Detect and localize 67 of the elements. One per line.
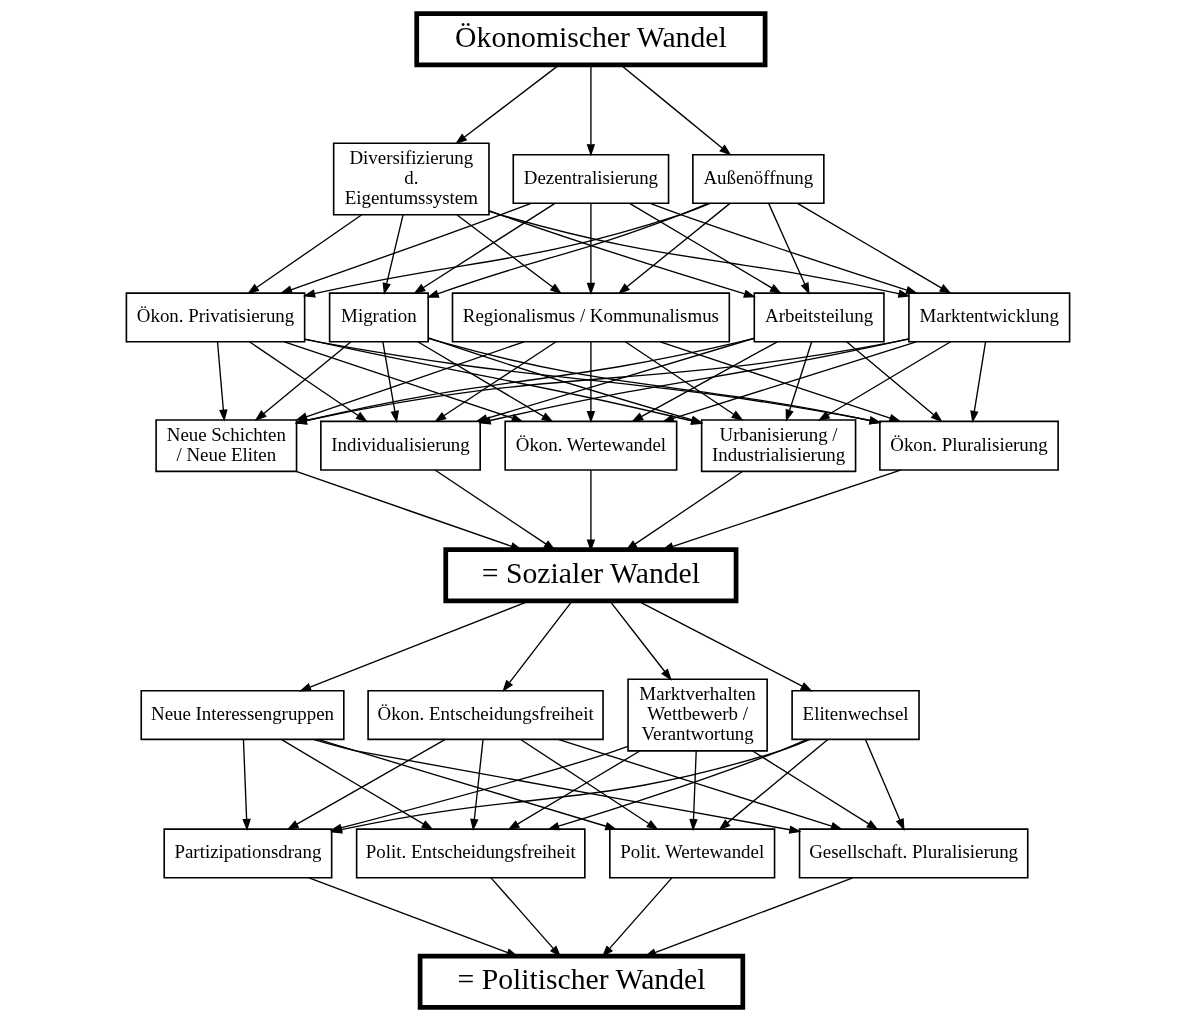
node-box: Urbanisierung / Industrialisierung: [700, 419, 856, 473]
arrow: [717, 738, 829, 831]
arrow: [307, 877, 519, 957]
node-box: Ökon. Privatisierung: [125, 292, 305, 343]
node-box: Ökon. Wertewandel: [503, 420, 677, 471]
arrow: [751, 750, 879, 831]
arrow: [624, 470, 743, 551]
arrow: [796, 202, 952, 294]
node-box: Polit. Wertewandel: [608, 828, 775, 879]
node-box: Regionalismus / Kommunalismus: [451, 292, 730, 343]
arrow: [586, 341, 595, 424]
node-box: Ökonomischer Wandel: [413, 11, 767, 68]
arrow: [454, 64, 559, 145]
arrow: [688, 750, 698, 832]
arrow: [845, 341, 943, 423]
arrow: [501, 600, 573, 692]
node-box: Arbeitsteilung: [753, 292, 885, 343]
arrow: [241, 738, 251, 832]
arrow: [455, 214, 562, 295]
arrow: [487, 210, 756, 298]
arrow: [381, 341, 399, 424]
node-box: Außenöffnung: [691, 153, 825, 205]
arrow: [624, 341, 744, 421]
arrow: [488, 210, 910, 298]
arrow: [817, 341, 951, 421]
arrow: [619, 64, 731, 156]
arrow: [216, 341, 228, 422]
arrow: [469, 738, 484, 832]
arrow: [628, 202, 782, 294]
arrow: [382, 214, 404, 296]
arrow: [426, 202, 709, 298]
node-box: = Politischer Wandel: [417, 953, 745, 1010]
arrow: [279, 202, 532, 294]
arrow: [648, 202, 918, 295]
arrow: [246, 214, 362, 295]
node-box: Dezentralisierung: [511, 153, 669, 205]
node-box: Diversifizierung d. Eigentumssystem: [332, 142, 490, 216]
arrow: [767, 202, 810, 295]
node-box: Marktentwicklung: [907, 292, 1070, 343]
arrow: [969, 341, 986, 424]
arrow: [637, 600, 813, 692]
node-box: Gesellschaft. Pluralisierung: [798, 828, 1029, 879]
arrow: [586, 202, 595, 295]
arrow: [433, 469, 556, 551]
arrow: [519, 738, 659, 831]
arrow: [506, 750, 640, 831]
arrow: [586, 64, 595, 157]
node-box: Neue Schichten / Neue Eliten: [154, 419, 297, 473]
node-box: Polit. Entscheidungsfreiheit: [355, 828, 586, 879]
arrow: [412, 202, 556, 295]
node-box: Partizipationsdrang: [162, 828, 332, 879]
node-box: Migration: [328, 292, 429, 343]
arrow: [864, 738, 905, 831]
arrow: [785, 341, 812, 422]
node-box: = Sozialer Wandel: [442, 547, 738, 604]
node-box: Ökon. Entscheidungsfreiheit: [366, 689, 604, 741]
node-box: Ökon. Pluralisierung: [878, 420, 1059, 471]
node-box: Marktverhalten Wettbewerb / Verantwortung: [626, 678, 768, 752]
node-box: Elitenwechsel: [790, 689, 920, 741]
arrow: [617, 202, 731, 295]
arrow: [295, 470, 523, 551]
arrow: [302, 202, 711, 298]
arrow: [546, 738, 808, 831]
arrow: [608, 600, 672, 681]
node-box: Neue Interessengruppen: [139, 689, 345, 741]
node-box: Individualisierung: [319, 420, 481, 471]
arrow: [557, 738, 843, 831]
